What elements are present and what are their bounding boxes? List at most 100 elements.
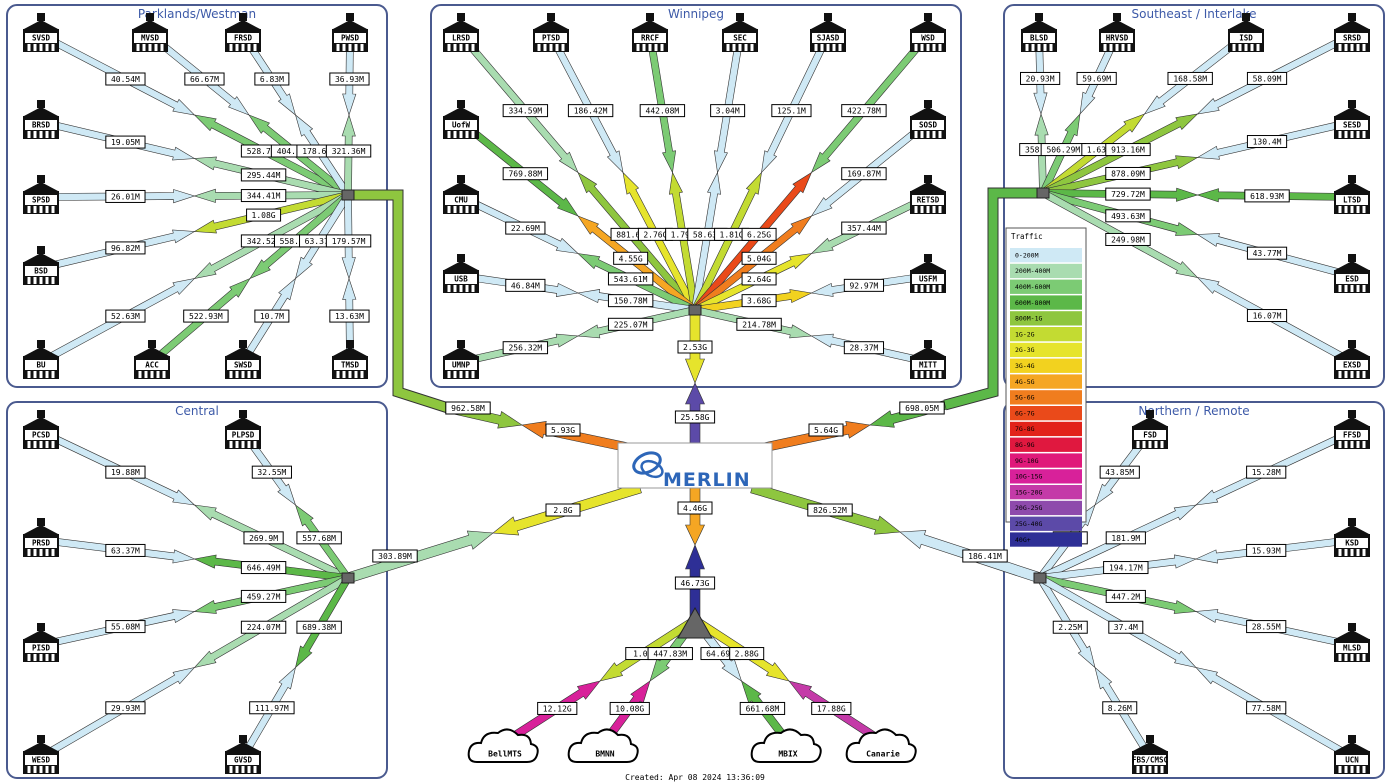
legend-swatch [1010,532,1082,547]
legend-swatch [1010,374,1082,389]
label-north_to_merlin: 186.41M [962,549,1008,563]
svg-text:689.38M: 689.38M [302,623,336,632]
svg-text:913.16M: 913.16M [1111,146,1145,155]
node-ltsd[interactable]: LTSD [1334,175,1370,214]
svg-text:4.46G: 4.46G [683,504,707,513]
node-wesd[interactable]: WESD [23,735,59,774]
created-timestamp: Created: Apr 08 2024 13:36:09 [625,773,765,782]
node-bsd[interactable]: BSD [23,246,59,285]
svg-text:522.93M: 522.93M [189,312,223,321]
node-prsd[interactable]: PRSD [23,518,59,557]
node-sjasd[interactable]: SJASD [810,13,846,52]
label-spsd_dn: 344.41M [240,189,287,203]
node-pcsd[interactable]: PCSD [23,410,59,449]
node-pisd[interactable]: PISD [23,623,59,662]
node-esd[interactable]: ESD [1334,254,1370,293]
cloud-bellmts[interactable]: BellMTS [467,728,539,763]
label-sesd_dn: 878.09M [1105,166,1151,180]
svg-text:77.58M: 77.58M [1252,704,1281,713]
label-blsd_up: 20.93M [1020,71,1061,85]
node-brsd[interactable]: BRSD [23,100,59,139]
node-lrsd[interactable]: LRSD [443,13,479,52]
node-acc[interactable]: ACC [134,340,170,379]
label-canarie_out: 2.88G [729,647,765,661]
node-retsd[interactable]: RETSD [910,175,946,214]
svg-text:168.58M: 168.58M [1173,74,1207,83]
node-spsd[interactable]: SPSD [23,175,59,214]
node-ffsd[interactable]: FFSD [1334,410,1370,449]
node-rrcf[interactable]: RRCF [632,13,668,52]
cloud-canarie[interactable]: Canarie [845,728,917,763]
cloud-mbix[interactable]: MBIX [750,728,822,763]
node-isd[interactable]: ISD [1228,13,1264,52]
svg-text:MLSD: MLSD [1343,644,1362,653]
node-uofw[interactable]: UofW [443,100,479,139]
svg-text:KSD: KSD [1345,539,1359,548]
svg-text:344.41M: 344.41M [247,192,281,201]
node-usb[interactable]: USB [443,254,479,293]
node-frsd[interactable]: FRSD [225,13,261,52]
label-usfm_up: 92.97M [843,278,885,292]
label-tmsd_dn: 179.57M [325,234,372,248]
svg-text:63.37M: 63.37M [111,546,140,555]
label-uofw_up: 769.88M [502,167,549,181]
link-central-to-merlin [346,530,494,584]
label-bsd_dn: 1.08G [246,208,282,222]
node-ksd[interactable]: KSD [1334,518,1370,557]
region-title-central: Central [175,404,219,418]
label-isd_up: 168.58M [1167,71,1213,85]
svg-text:5.64G: 5.64G [814,426,838,435]
label-wsd_up: 422.78M [841,104,887,118]
node-sosd[interactable]: SOSD [910,100,946,139]
legend-item-label: 10G-15G [1015,473,1042,481]
node-usfm[interactable]: USFM [910,254,946,293]
node-plpsd[interactable]: PLPSD [225,410,261,449]
node-bu[interactable]: BU [23,340,59,379]
node-wsd[interactable]: WSD [910,13,946,52]
svg-text:528.75M: 528.75M [247,147,281,156]
svg-text:MITT: MITT [919,361,938,370]
node-ucn[interactable]: UCN [1334,735,1370,774]
cloud-bmnn[interactable]: BMNN [567,728,639,763]
node-mlsd[interactable]: MLSD [1334,623,1370,662]
legend-item-label: 4G-5G [1015,378,1035,386]
node-fsd[interactable]: FSD [1132,410,1168,449]
legend-swatch [1010,421,1082,437]
svg-text:6.83M: 6.83M [260,75,284,84]
svg-text:58.09M: 58.09M [1253,74,1282,83]
node-sec[interactable]: SEC [722,13,758,52]
label-ffsd_dn: 181.9M [1105,531,1146,545]
legend-item-label: 15G-20G [1015,488,1042,496]
node-mvsd[interactable]: MVSD [132,13,168,52]
node-cmu[interactable]: CMU [443,175,479,214]
trunk-southeast [943,188,1043,410]
node-blsd[interactable]: BLSD [1021,13,1057,52]
svg-text:PRSD: PRSD [32,539,51,548]
svg-text:55.08M: 55.08M [111,623,140,632]
node-mitt[interactable]: MITT [910,340,946,379]
node-umnp[interactable]: UMNP [443,340,479,379]
node-gvsd[interactable]: GVSD [225,735,261,774]
label-esd_up: 43.77M [1246,246,1288,260]
node-sesd[interactable]: SESD [1334,100,1370,139]
svg-text:32.55M: 32.55M [257,468,286,477]
node-tmsd[interactable]: TMSD [332,340,368,379]
svg-text:RETSD: RETSD [917,196,940,205]
node-svsd[interactable]: SVSD [23,13,59,52]
svg-text:59.69M: 59.69M [1082,74,1111,83]
link-sec-up [713,34,744,174]
node-srsd[interactable]: SRSD [1334,13,1370,52]
svg-text:PCSD: PCSD [32,431,51,440]
node-swsd[interactable]: SWSD [225,340,261,379]
node-fbs-cmsc[interactable]: FBS/CMSC [1132,735,1168,774]
node-exsd[interactable]: EXSD [1334,340,1370,379]
node-ptsd[interactable]: PTSD [533,13,569,52]
svg-text:20.93M: 20.93M [1026,74,1055,83]
svg-text:225.07M: 225.07M [614,320,648,329]
node-hrvsd[interactable]: HRVSD [1099,13,1135,52]
node-pwsd[interactable]: PWSD [332,13,368,52]
link-merlin-to-core [685,487,705,546]
label-acc_up: 522.93M [183,309,229,323]
label-merlin_to_se: 5.64G [808,423,844,437]
label-ltsd_up: 618.93M [1244,189,1290,203]
